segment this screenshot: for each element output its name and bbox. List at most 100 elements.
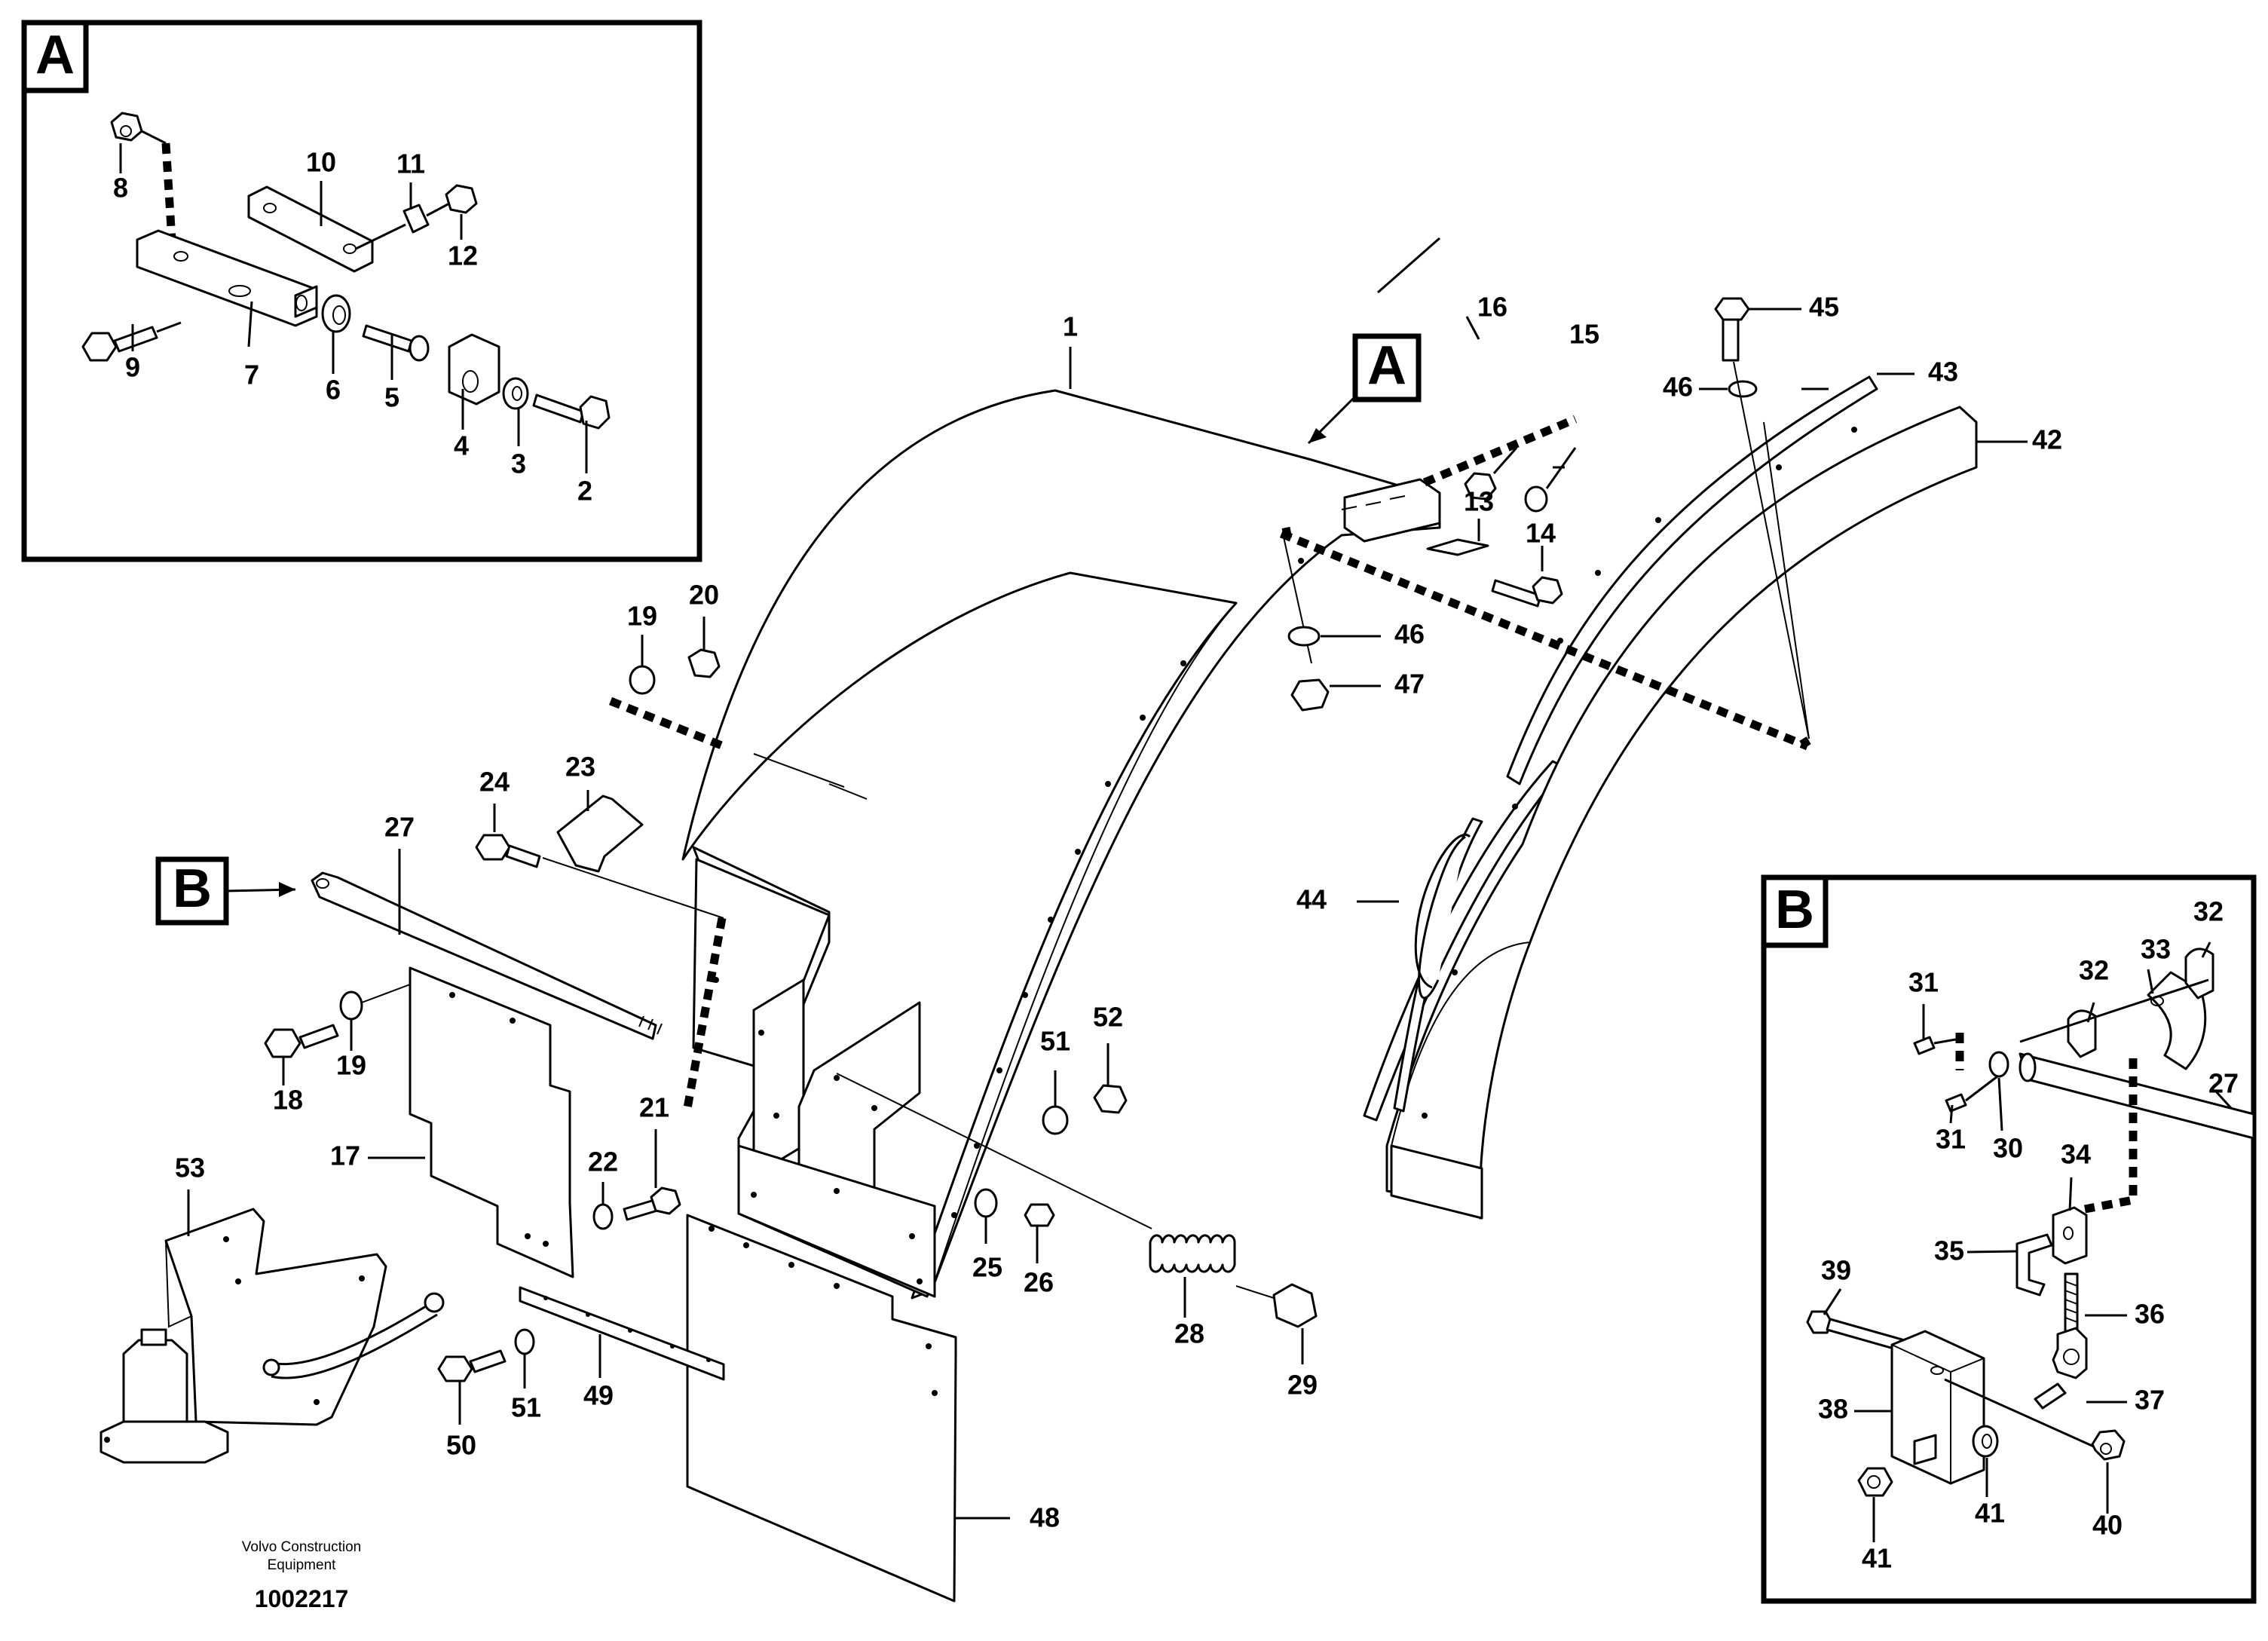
bracket-33	[2147, 971, 2207, 1070]
inset-a-assembly-line	[161, 142, 176, 240]
clevis-34	[2052, 1206, 2088, 1265]
mount-53	[99, 1189, 445, 1464]
callout-29: 29	[1287, 1370, 1318, 1401]
callout-35: 35	[1934, 1235, 1964, 1266]
nut-52	[1093, 1043, 1128, 1114]
bushing-11	[355, 204, 430, 250]
callout-52: 52	[1093, 1002, 1123, 1033]
callout-33: 33	[2141, 934, 2171, 965]
mud-flap-48	[686, 1214, 1010, 1603]
plate-10	[247, 185, 374, 273]
main-ref-a: A	[1307, 333, 1422, 445]
callout-45: 45	[1809, 292, 1839, 323]
bolt-50	[437, 1349, 507, 1425]
washer-19-lower	[339, 990, 363, 1051]
dash-short	[1281, 526, 1293, 544]
callout-11: 11	[396, 148, 425, 179]
bracket-7	[136, 229, 318, 327]
inset-a-letter: A	[35, 25, 75, 85]
callout-37: 37	[2135, 1385, 2165, 1416]
callout-26: 26	[1024, 1267, 1054, 1298]
callout-16: 16	[1477, 292, 1507, 323]
bolt-24	[475, 804, 541, 868]
bracket-23	[556, 790, 644, 873]
strip-49	[519, 1286, 725, 1381]
bracket-block-38	[1890, 1330, 1985, 1485]
callout-3: 3	[511, 449, 526, 479]
handle-44	[1393, 817, 1483, 1113]
callout-39: 39	[1821, 1255, 1851, 1286]
callout-38: 38	[1818, 1394, 1848, 1425]
callout-32-right: 32	[2193, 896, 2224, 927]
callout-4: 4	[454, 430, 469, 461]
nut-12	[426, 184, 478, 217]
callout-10: 10	[306, 147, 336, 178]
callout-31-lower: 31	[1936, 1124, 1966, 1155]
callout-43: 43	[1928, 357, 1958, 387]
washer-30	[1988, 1051, 2009, 1078]
dash-fender-to-extension	[1279, 529, 1810, 751]
callout-51-low: 51	[511, 1392, 541, 1423]
washer-19-upper	[629, 635, 656, 695]
main-ref-b: B	[155, 856, 296, 926]
callout-19-lower: 19	[336, 1050, 366, 1081]
callout-40: 40	[2092, 1510, 2123, 1541]
washer-3	[502, 377, 529, 410]
bolt-9	[81, 321, 182, 362]
bolt-24-axis	[542, 857, 724, 919]
callout-48: 48	[1030, 1502, 1060, 1533]
cap-29	[1235, 1283, 1318, 1364]
panel-17	[368, 966, 574, 1278]
callout-17: 17	[330, 1140, 360, 1171]
callout-12: 12	[448, 240, 478, 271]
inset-b-frame	[1761, 874, 2257, 1604]
callout-31-upper: 31	[1908, 967, 1939, 998]
callout-34: 34	[2061, 1139, 2091, 1170]
bolt-45	[1714, 297, 1801, 362]
fender-1	[681, 389, 1441, 1300]
rod-27	[311, 871, 663, 1040]
callout-24: 24	[479, 767, 510, 798]
callout-19-upper: 19	[627, 601, 657, 632]
main-leaders	[398, 237, 2028, 935]
callout-28: 28	[1174, 1318, 1204, 1349]
washer-41-upper	[1972, 1425, 1999, 1458]
callout-30: 30	[1993, 1133, 2023, 1164]
washer-25	[974, 1188, 998, 1244]
callout-23: 23	[565, 752, 595, 782]
inset-b: B	[1761, 874, 2257, 1604]
dash-27-to-bracket	[683, 917, 727, 1109]
bolt-2	[532, 393, 611, 430]
callout-32-left: 32	[2079, 955, 2109, 986]
inset-b-letter-box	[1761, 874, 1829, 948]
main-assembly-lines	[608, 415, 1811, 1109]
callout-7: 7	[244, 360, 259, 390]
main-ref-b-letter: B	[173, 859, 212, 919]
callout-42: 42	[2032, 424, 2062, 455]
rubber-mount-4	[448, 333, 500, 406]
inset-b-axis-line	[2019, 978, 2209, 1043]
inset-a-frame	[21, 20, 702, 562]
callout-46-mid: 46	[1394, 619, 1425, 650]
pin-31-upper	[1913, 1036, 1960, 1055]
callout-9: 9	[125, 352, 140, 383]
bolt-21	[623, 1129, 681, 1221]
callout-51-mid: 51	[1040, 1026, 1070, 1057]
callout-15: 15	[1569, 319, 1599, 350]
ball-joint-37	[2034, 1327, 2088, 1410]
spring-28	[836, 1073, 1236, 1318]
callout-14: 14	[1526, 518, 1556, 549]
callout-47: 47	[1394, 669, 1425, 700]
threaded-rod-36	[2064, 1272, 2079, 1333]
credit-line-1: Volvo Construction	[242, 1539, 361, 1555]
callout-2: 2	[577, 476, 592, 507]
callout-6: 6	[326, 375, 341, 406]
bolt-18	[264, 1024, 339, 1085]
callout-50: 50	[446, 1430, 476, 1461]
nut-47	[1290, 678, 1381, 712]
callout-20: 20	[689, 580, 719, 611]
washer-22	[592, 1182, 614, 1230]
document-number: 1002217	[255, 1585, 349, 1612]
bolt-45-axis	[1733, 361, 1810, 739]
